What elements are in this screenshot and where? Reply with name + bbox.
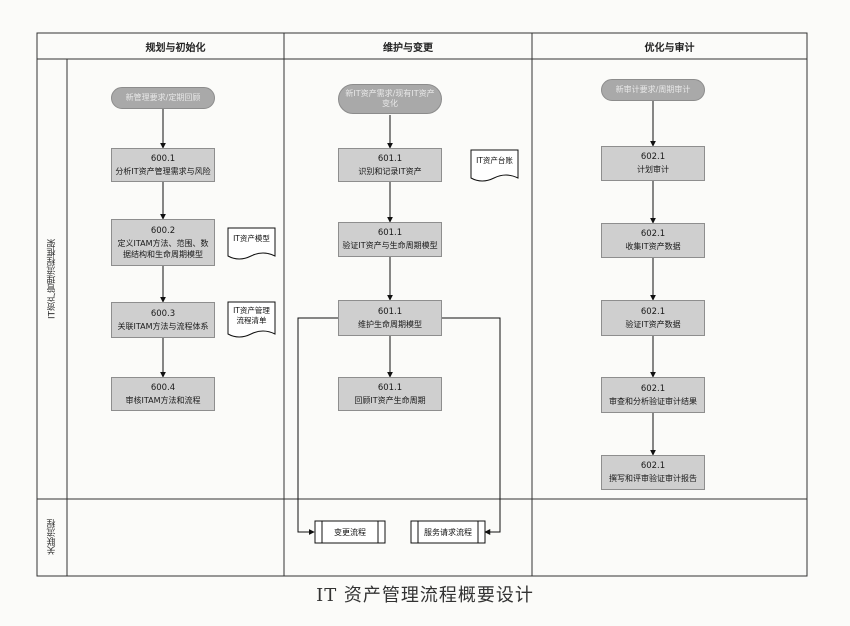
step-id: 601.1 <box>377 228 403 238</box>
step-text: 验证IT资产与生命周期模型 <box>342 241 438 250</box>
process-step-601-identify: 601.1 识别和记录IT资产 <box>338 148 442 182</box>
step-id: 602.1 <box>640 306 666 317</box>
step-id: 600.1 <box>150 153 176 164</box>
start-terminal-planning: 新管理要求/定期回顾 <box>111 87 215 109</box>
start-terminal-maintenance: 新IT资产需求/现有IT资产变化 <box>338 84 442 114</box>
step-id: 602.1 <box>640 461 666 471</box>
connector-to-change-process <box>297 317 338 535</box>
process-step-600-3: 600.3 关联ITAM方法与流程体系 <box>111 302 215 338</box>
column-header-maintenance: 维护与变更 <box>383 42 433 54</box>
related-process-service-request: 服务请求流程 <box>424 527 472 537</box>
step-text: 审核ITAM方法和流程 <box>125 395 201 405</box>
step-id: 602.1 <box>640 152 666 162</box>
step-text: 识别和记录IT资产 <box>358 166 422 176</box>
start-terminal-audit: 新审计要求/周期审计 <box>601 79 705 101</box>
document-shape <box>227 301 276 338</box>
step-id: 602.1 <box>640 383 666 394</box>
lane-label-framework: IT资产管理流程框架 <box>47 238 58 320</box>
step-id: 601.1 <box>377 306 403 317</box>
step-text: 关联ITAM方法与流程体系 <box>117 321 209 331</box>
process-step-602-report: 602.1 撰写和评审验证审计报告 <box>601 455 705 490</box>
process-step-600-1: 600.1 分析IT资产管理需求与风险 <box>111 148 215 182</box>
step-id: 600.2 <box>150 225 176 236</box>
step-text: 验证IT资产数据 <box>625 319 681 329</box>
step-text: 审查和分析验证审计结果 <box>609 396 697 406</box>
step-id: 600.3 <box>150 308 176 319</box>
document-shape <box>470 149 519 182</box>
column-header-planning: 规划与初始化 <box>145 42 206 54</box>
connector-to-service-request <box>442 317 501 535</box>
document-it-asset-model: IT资产模型 <box>233 234 270 243</box>
step-id: 601.1 <box>377 382 403 393</box>
step-text: 撰写和评审验证审计报告 <box>609 474 697 483</box>
process-step-601-review: 601.1 回顾IT资产生命周期 <box>338 377 442 411</box>
subprocess-shape <box>410 520 486 544</box>
step-text: 收集IT资产数据 <box>625 242 681 251</box>
process-step-600-2: 600.2 定义ITAM方法、范围、数据结构和生命周期模型 <box>111 219 215 266</box>
step-text: 分析IT资产管理需求与风险 <box>115 166 211 176</box>
step-text: 定义ITAM方法、范围、数据结构和生命周期模型 <box>117 238 209 259</box>
step-id: 602.1 <box>640 229 666 239</box>
process-step-602-plan: 602.1 计划审计 <box>601 146 705 181</box>
process-step-600-4: 600.4 审核ITAM方法和流程 <box>111 377 215 411</box>
swimlane-frame <box>36 32 808 577</box>
step-id: 601.1 <box>377 153 403 164</box>
process-step-602-verify: 602.1 验证IT资产数据 <box>601 300 705 336</box>
step-text: 回顾IT资产生命周期 <box>354 395 426 405</box>
step-id: 600.4 <box>150 382 176 393</box>
process-step-601-verify: 601.1 验证IT资产与生命周期模型 <box>338 222 442 257</box>
related-process-change: 变更流程 <box>334 527 366 537</box>
step-text: 计划审计 <box>637 165 669 174</box>
process-step-602-collect: 602.1 收集IT资产数据 <box>601 223 705 258</box>
document-itam-process-list: IT资产管理流程清单 <box>233 306 270 325</box>
document-it-asset-ledger: IT资产台账 <box>476 156 513 165</box>
step-text: 维护生命周期模型 <box>358 319 422 329</box>
process-step-602-analyze: 602.1 审查和分析验证审计结果 <box>601 377 705 413</box>
figure-caption: IT 资产管理流程概要设计 <box>316 585 534 606</box>
document-shape <box>227 227 276 260</box>
subprocess-shape <box>314 520 386 544</box>
lane-label-related: 关联流程 <box>47 519 58 556</box>
process-step-601-maintain: 601.1 维护生命周期模型 <box>338 300 442 336</box>
column-header-optimization: 优化与审计 <box>644 42 695 54</box>
